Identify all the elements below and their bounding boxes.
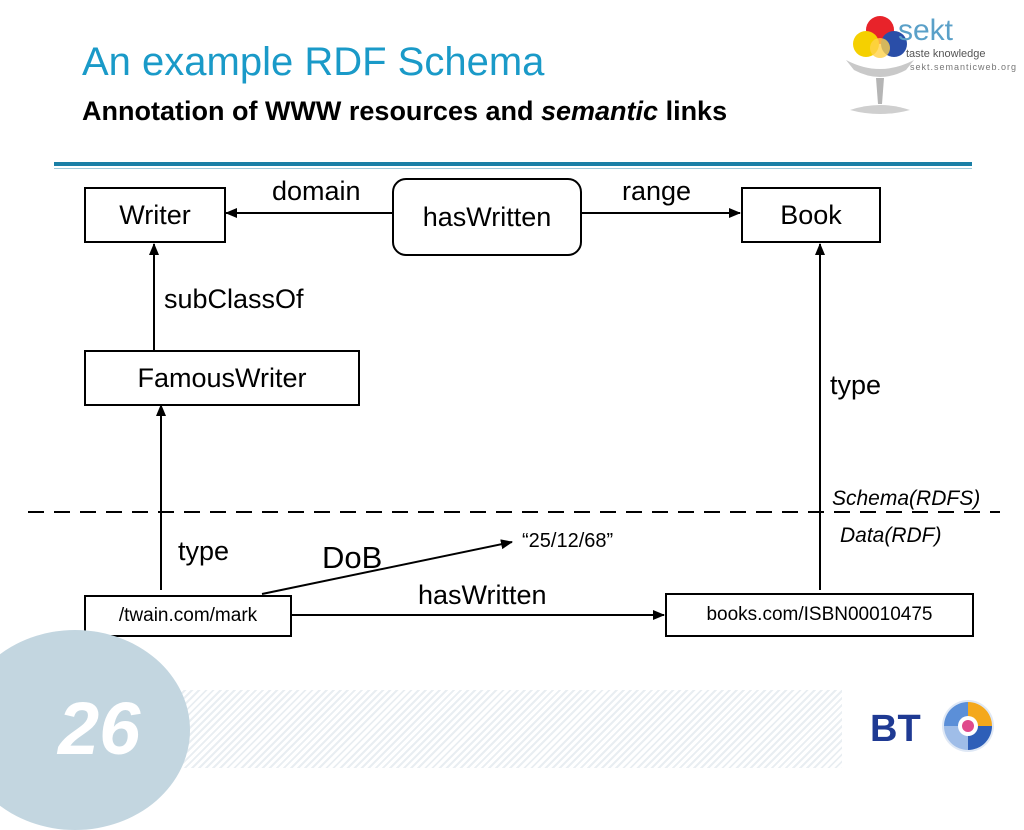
title-divider (54, 162, 972, 166)
subtitle-italic-word: semantic (541, 96, 659, 126)
writer-class-node: Writer (84, 187, 226, 243)
dob-arrow (261, 539, 513, 595)
subtitle-text-1: Annotation of WWW resources and (82, 96, 541, 126)
type-book-label: type (830, 370, 882, 400)
sekt-wordmark: sekt (898, 14, 954, 47)
bt-logo: BT (842, 690, 1024, 768)
sekt-logo-graphic (846, 16, 914, 114)
famous-writer-class-node: FamousWriter (84, 350, 360, 406)
subclassof-label: subClassOf (164, 284, 304, 314)
bt-wordmark: BT (870, 708, 921, 750)
data-layer-label: Data(RDF) (840, 524, 942, 547)
twain-resource-node: /twain.com/mark (84, 595, 292, 637)
has-written-property-node: hasWritten (392, 178, 582, 256)
subtitle-text-2: links (658, 96, 728, 126)
type-writer-label: type (178, 536, 230, 566)
slide-title: An example RDF Schema (82, 40, 545, 84)
dob-label: DoB (322, 540, 383, 575)
domain-label: domain (272, 176, 361, 206)
dob-literal: “25/12/68” (522, 530, 614, 552)
has-written-data-label: hasWritten (418, 580, 547, 610)
range-label: range (622, 176, 692, 206)
book-resource-node: books.com/ISBN00010475 (665, 593, 974, 637)
rdf-diagram-connectors (28, 208, 1000, 620)
title-divider-light (54, 168, 972, 169)
book-class-node: Book (741, 187, 881, 243)
sekt-url: sekt.semanticweb.org (910, 62, 1018, 72)
page-number: 26 (58, 687, 141, 770)
sekt-tagline: taste knowledge (906, 48, 986, 60)
sekt-logo: sekt taste knowledge sekt.semanticweb.or… (836, 8, 1021, 120)
slide-subtitle: Annotation of WWW resources and semantic… (82, 96, 727, 127)
schema-layer-label: Schema(RDFS) (832, 487, 981, 510)
bt-globe-icon (942, 700, 994, 752)
